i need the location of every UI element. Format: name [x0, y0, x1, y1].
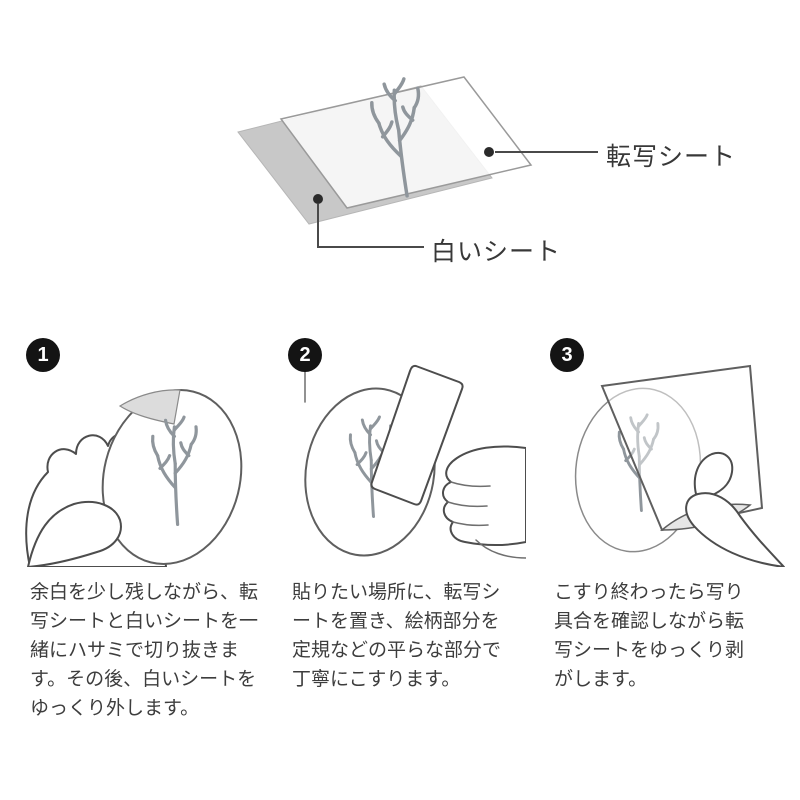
step-3-text: こすり終わったら写り具合を確認しながら転写シートをゆっくり剥がします。: [554, 582, 745, 690]
index-finger-shape: [693, 452, 734, 499]
step-number: 3: [561, 343, 573, 366]
instruction-steps: 1 余白を少し残しながら、転写シートと白いシートを一緒にハサミで切り抜きます。そ…: [0, 338, 800, 800]
ruler-card-shape: [370, 364, 464, 506]
step-1-illustration: [25, 389, 243, 567]
transfer-leader-dot: [484, 147, 494, 157]
step-2-number-badge: 2: [288, 338, 322, 372]
thumb-line: [475, 539, 526, 559]
layered-sheets-illustration: [237, 75, 598, 248]
step-number: 2: [299, 343, 311, 366]
white-sheet-label: 白いシート: [431, 238, 562, 266]
finger-crease-1: [450, 481, 491, 488]
thumb-shape: [27, 501, 122, 567]
step-1-number-badge: 1: [26, 338, 60, 372]
sheets-overview-diagram: 転写シート 白いシート: [0, 0, 800, 310]
transfer-sheet-shape: [279, 76, 533, 209]
hand-shape: [442, 445, 526, 546]
finger-crease-3: [452, 521, 489, 527]
white-leader-dot: [313, 194, 323, 204]
peeled-white-sheet-tab: [118, 389, 181, 425]
step-1-text: 余白を少し残しながら、転写シートと白いシートを一緒にハサミで切り抜きます。その後…: [30, 582, 259, 719]
step-2-illustration: [304, 362, 526, 559]
step-3-illustration: [574, 364, 785, 567]
step-number: 1: [37, 343, 49, 366]
cutout-sheet-shape: [101, 389, 243, 565]
thumb-hand-shape: [685, 492, 785, 567]
step-3-number-badge: 3: [550, 338, 584, 372]
white-leader-line: [317, 204, 424, 248]
step-2-text: 貼りたい場所に、転写シートを置き、絵柄部分を定規などの平らな部分で丁寧にこすりま…: [292, 582, 502, 690]
transfer-sheet-label: 転写シート: [606, 143, 737, 171]
finger-crease-2: [447, 501, 488, 508]
